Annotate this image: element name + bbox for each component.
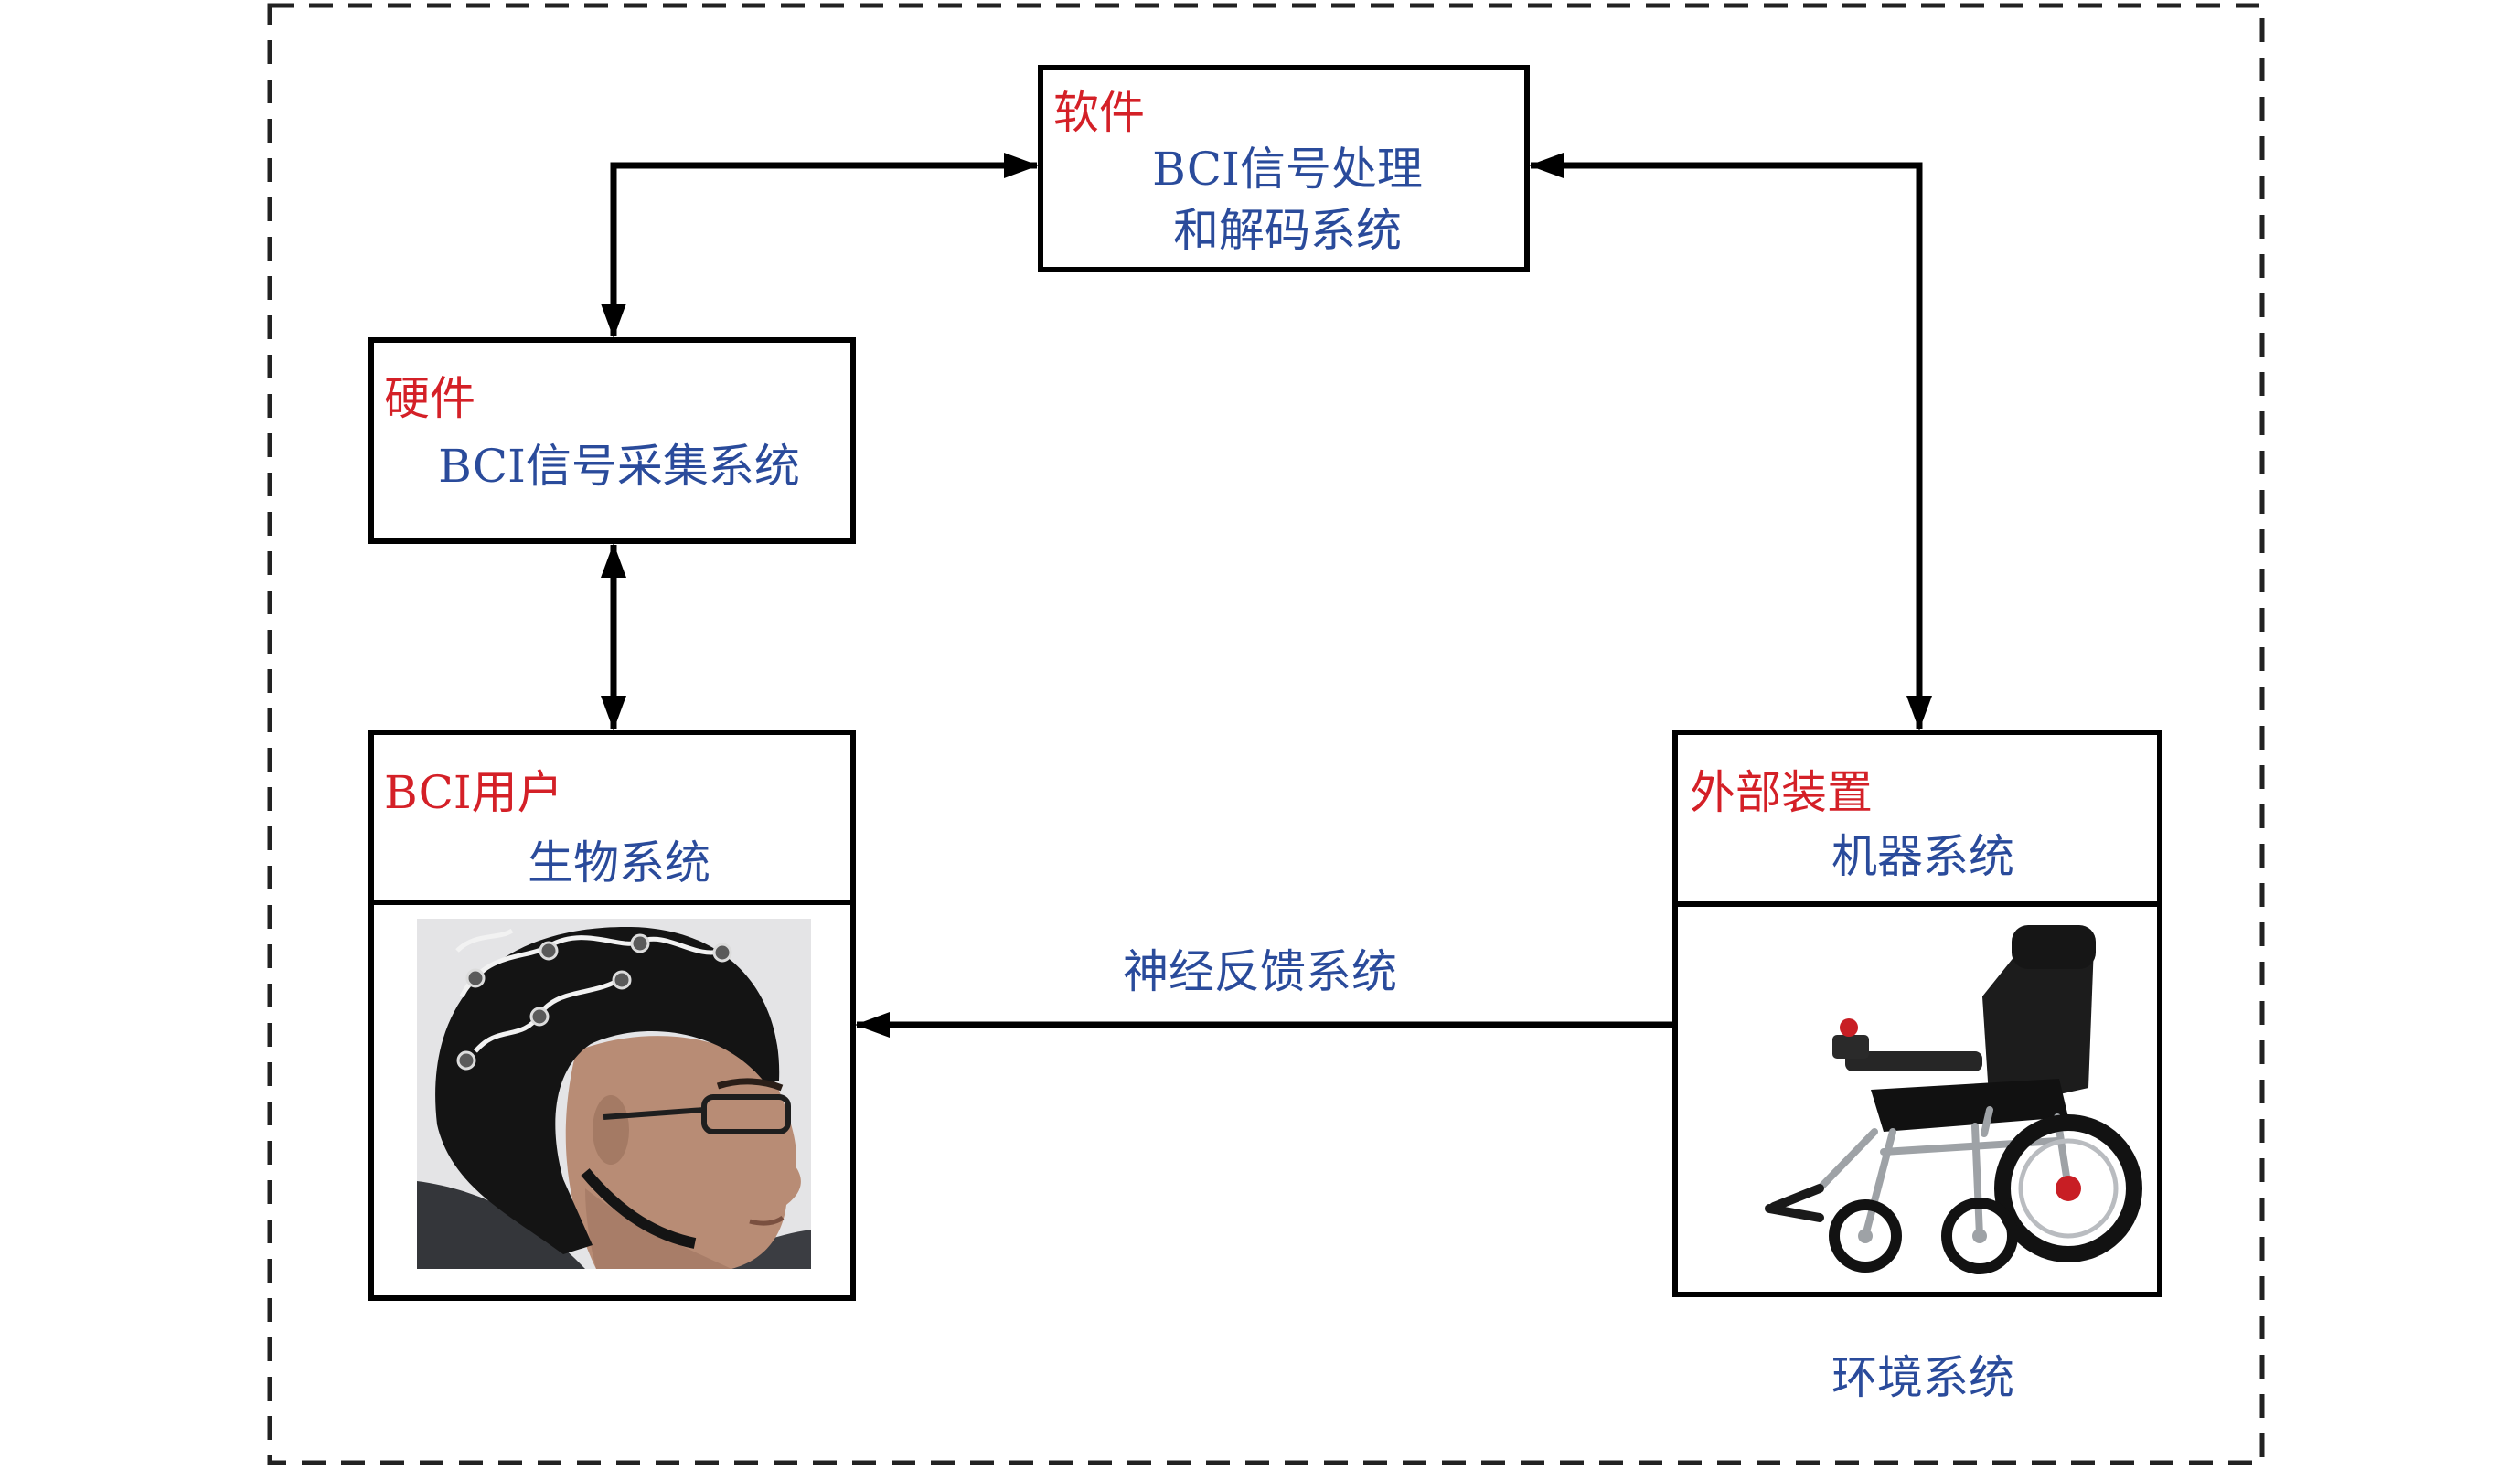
software-label-line1: BCI信号处理 <box>1152 143 1423 196</box>
wheelchair-seat <box>1871 1079 2068 1132</box>
jacket <box>417 1181 585 1269</box>
front-wheel-right <box>1941 1198 2018 1274</box>
wheelchair-photo <box>1753 919 2142 1277</box>
front-wheel-left <box>1829 1199 1902 1273</box>
software-box-border <box>1038 65 1530 272</box>
joystick-icon <box>1840 1018 1858 1037</box>
device-box: 外部装置 机器系统 <box>1672 730 2162 1297</box>
connector-hardware-software <box>601 153 1039 338</box>
neurofeedback-label: 神经反馈系统 <box>1123 945 1397 998</box>
hardware-box-border <box>368 337 856 544</box>
mouth <box>749 1215 785 1226</box>
hardware-box: 硬件 BCI信号采集系统 <box>368 337 856 544</box>
ear <box>593 1095 629 1165</box>
eeg-cap <box>435 926 780 1254</box>
wheelchair-controller <box>1832 1035 1869 1059</box>
wheelchair-armrest <box>1845 1051 1982 1071</box>
software-box: 软件 BCI信号处理 和解码系统 <box>1038 65 1530 272</box>
device-tag: 外部装置 <box>1690 766 1873 819</box>
rear-wheel <box>1994 1114 2142 1262</box>
environment-label: 环境系统 <box>1831 1351 2014 1404</box>
glasses <box>603 1094 791 1134</box>
eeg-cap-user-photo <box>417 919 811 1269</box>
user-box: BCI用户 生物系统 <box>368 730 856 1301</box>
eyebrow <box>716 1078 784 1092</box>
electrodes <box>456 933 732 1071</box>
environment-frame <box>267 3 2265 1465</box>
wheelchair-backrest <box>1982 945 2094 1110</box>
chin-strap <box>581 1168 697 1249</box>
hardware-label: BCI信号采集系统 <box>438 440 800 493</box>
device-label: 机器系统 <box>1831 830 2014 883</box>
user-tag: BCI用户 <box>384 766 563 819</box>
software-tag: 软件 <box>1053 86 1145 139</box>
hardware-tag: 硬件 <box>384 372 475 425</box>
user-label: 生物系统 <box>528 836 710 889</box>
wheelchair-footrest <box>1765 1184 1824 1222</box>
face-shadow <box>585 1188 731 1269</box>
software-label-line2: 和解码系统 <box>1173 204 1402 257</box>
connector-software-device <box>1529 153 1932 730</box>
wheelchair-headrest <box>2012 925 2096 969</box>
